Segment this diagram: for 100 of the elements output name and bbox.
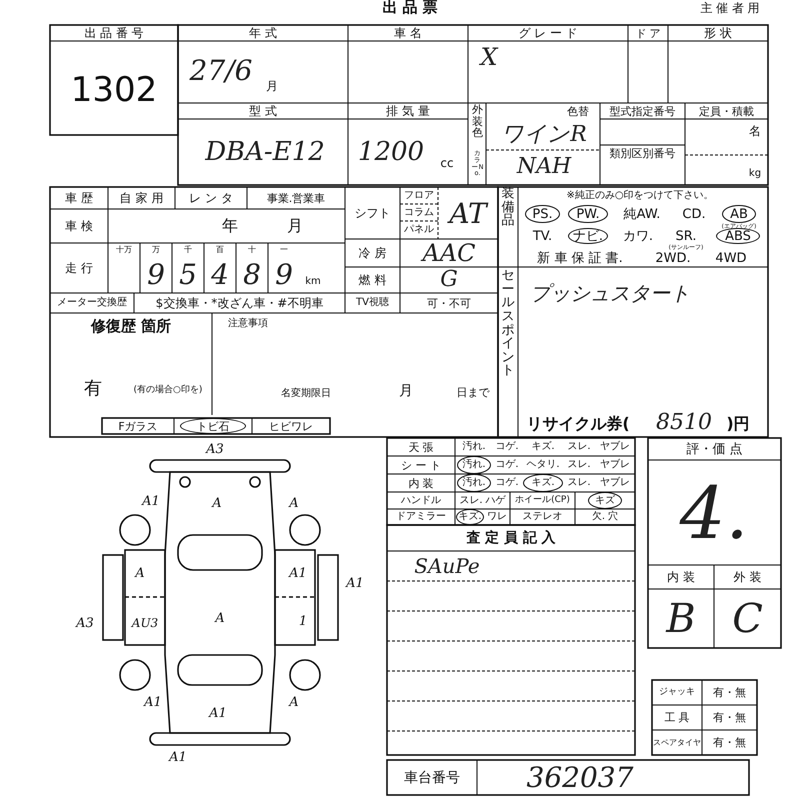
field-label: シ ー ト [400, 458, 442, 474]
field-label: ヒビワレ [268, 418, 314, 434]
damage-code: A3 [204, 441, 225, 457]
field-label: ヤブレ [599, 440, 631, 454]
damage-code: A [210, 495, 223, 511]
field-label: ヤブレ [599, 476, 631, 490]
field-label: レ ン タ [188, 190, 234, 207]
field-label: 天 張 [407, 440, 435, 456]
handwritten-entry: ワインR [500, 120, 588, 148]
circled-option: キズ. [523, 474, 563, 492]
field-label: ハンドル [400, 494, 442, 508]
damage-code: AU3 [130, 615, 160, 631]
field-label: 車台番号 [403, 768, 461, 788]
field-label: 有・無 [712, 735, 747, 751]
field-label: 外装色 [471, 104, 484, 142]
field-label: 一 [279, 244, 289, 256]
field-label: 定員・積載 [698, 104, 755, 119]
field-label: グ レ ー ド [517, 25, 579, 41]
circled-option: ナビ. [568, 228, 608, 244]
field-label: 工 具 [663, 710, 691, 726]
field-label: 月 [265, 78, 279, 95]
field-label: 車 歴 [64, 190, 94, 207]
field-label: 百 [215, 244, 225, 256]
circled-option: 汚れ. [457, 456, 491, 474]
damage-code: A1 [140, 493, 161, 509]
field-label: コラム [403, 206, 435, 220]
field-label: 十万 [115, 244, 133, 256]
field-label: 名 [748, 123, 762, 139]
field-label: ※純正のみ○印をつけて下さい。 [565, 189, 715, 203]
damage-code: A1 [287, 565, 308, 581]
damage-code: A [213, 610, 226, 626]
handwritten-entry: 362037 [526, 760, 634, 795]
field-label: Fガラス [117, 418, 159, 434]
field-label: 月 [398, 382, 414, 401]
field-label: 自 家 用 [118, 190, 164, 207]
field-label: ホイール(CP) [514, 494, 571, 507]
field-label: 主 催 者 用 [699, 0, 761, 15]
damage-code: A1 [142, 694, 163, 710]
handwritten-entry: AAC [420, 239, 477, 267]
circled-option: 汚れ. [457, 474, 491, 492]
handwritten-entry: X [478, 43, 500, 71]
field-label: 出 品 番 号 [83, 25, 145, 41]
field-label: ヤブレ [599, 458, 631, 472]
field-label: $交換車・*改ざん車・#不明車 [154, 295, 324, 312]
field-label: 冷 房 [358, 245, 388, 262]
handwritten-entry: 8 [242, 257, 262, 292]
damage-code: A [287, 495, 300, 511]
field-label: 車 名 [393, 25, 423, 41]
field-label: 走 行 [64, 260, 94, 277]
field-label: 内 装 [407, 476, 435, 492]
damage-code: A1 [344, 575, 365, 591]
field-label: セールスポイント [500, 269, 516, 380]
field-label: 排 気 量 [385, 103, 431, 119]
field-label: 事業.営業車 [266, 190, 326, 206]
field-label: (有の場合○印を) [132, 384, 204, 396]
field-label: )円 [725, 413, 751, 435]
field-label: スペアタイヤ [652, 736, 702, 748]
field-label: コゲ. [494, 440, 520, 454]
damage-code: A1 [207, 705, 228, 721]
field-label: ステレオ [522, 510, 564, 524]
field-label: キズ. [530, 440, 556, 454]
field-label: カワ. [622, 228, 654, 244]
handwritten-entry: C [731, 595, 764, 644]
handwritten-entry: プッシュスタート [529, 280, 691, 307]
field-label: 日まで [456, 384, 491, 400]
damage-code: 1 [298, 613, 308, 629]
field-label: 有 [83, 377, 103, 401]
field-label: 万 [151, 244, 161, 256]
handwritten-entry: NAH [516, 153, 572, 181]
field-label: 色替 [566, 104, 590, 119]
field-label: SR. [674, 228, 698, 244]
field-label: スレ. [566, 440, 592, 454]
field-label: スレ. [566, 476, 592, 490]
field-label: kg [748, 167, 762, 181]
field-label: 4WD [714, 250, 748, 266]
field-label: 可・不可 [426, 296, 472, 312]
field-label: TV視聴 [355, 296, 390, 310]
field-label: 新 車 保 証 書. [536, 250, 624, 266]
field-label: 有・無 [712, 710, 747, 726]
handwritten-entry: 4 [210, 257, 230, 292]
field-label: 1302 [70, 69, 158, 112]
field-label: メーター交換歴 [56, 296, 128, 310]
field-label: 類別区別番号 [608, 146, 676, 161]
field-label: 純AW. [622, 206, 662, 223]
field-label: ドアミラー [395, 510, 447, 524]
circled-option: キズ. [456, 509, 484, 525]
field-label: 月 [286, 215, 304, 237]
circled-option: PS. [525, 205, 560, 223]
circled-option: ABS [716, 228, 760, 244]
damage-code: A1 [167, 749, 188, 765]
handwritten-entry: 8510 [655, 410, 713, 436]
field-label: 修復歴 箇所 [90, 316, 172, 336]
field-label: 十 [247, 244, 257, 256]
field-label: 2WD. [654, 250, 692, 266]
field-label: cc [439, 155, 455, 171]
circled-option: キズ [588, 492, 622, 509]
field-label: リサイクル券( [525, 413, 631, 435]
damage-code: A3 [74, 615, 95, 631]
field-label: 名変期限日 [280, 387, 332, 401]
handwritten-entry: SAuPe [413, 553, 481, 579]
